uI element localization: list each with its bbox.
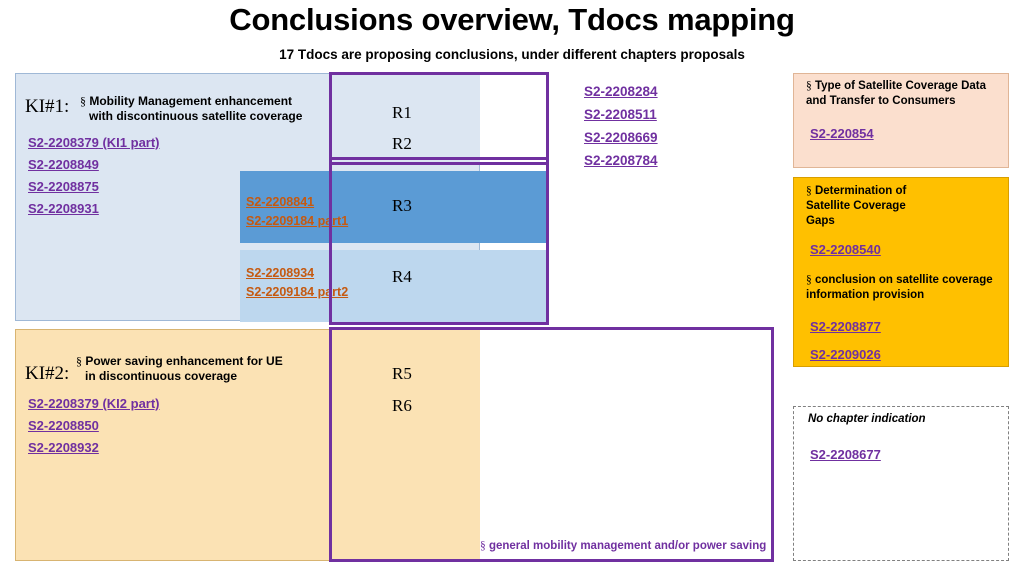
requirement-r3: R3 xyxy=(392,196,412,215)
tdoc-link[interactable]: S2-2208284 xyxy=(584,84,658,99)
ki2-tdoc-list: S2-2208379 (KI2 part) S2-2208850 S2-2208… xyxy=(28,396,160,462)
tdoc-link[interactable]: S2-2208511 xyxy=(584,107,657,122)
ki2-description-line2: in discontinuous coverage xyxy=(85,369,238,383)
tdoc-link[interactable]: S2-2208540 xyxy=(810,242,881,257)
section-mark-icon: § xyxy=(806,185,812,197)
r1-r2-cell xyxy=(330,73,480,163)
tdoc-link[interactable]: S2-2209026 xyxy=(810,347,881,362)
r4-tdoc-list: S2-2208934 S2-2209184 part2 xyxy=(246,266,348,304)
right-box-1-heading-line1: Type of Satellite Coverage Data xyxy=(814,80,987,92)
r3-cell xyxy=(240,171,548,243)
requirement-r6: R6 xyxy=(392,396,412,415)
ki1-description-line2: with discontinuous satellite coverage xyxy=(89,109,303,123)
right-box-2-heading-2: § conclusion on satellite coverage infor… xyxy=(806,273,1004,303)
right-box-2-heading-line3: Gaps xyxy=(806,214,835,227)
tdoc-link[interactable]: S2-2208931 xyxy=(28,201,99,216)
right-box-2-heading-line1: Determination of xyxy=(814,185,907,197)
tdoc-link[interactable]: S2-2208850 xyxy=(28,418,99,433)
r4-cell xyxy=(240,250,548,322)
ki1-tdoc-list: S2-2208379 (KI1 part) S2-2208849 S2-2208… xyxy=(28,135,160,223)
tdoc-link[interactable]: S2-2208677 xyxy=(810,447,881,462)
right-box-2-heading: § Determination of Satellite Coverage Ga… xyxy=(806,184,1004,229)
right-box-1-heading-line2: and Transfer to Consumers xyxy=(806,94,956,107)
ki1-label: KI#1: xyxy=(25,96,70,117)
r5-r6-cell xyxy=(330,329,480,561)
tdoc-link[interactable]: S2-2208877 xyxy=(810,319,881,334)
right-box-3-heading: No chapter indication xyxy=(808,413,926,425)
requirement-r1: R1 xyxy=(392,103,412,122)
tdoc-link[interactable]: S2-2208934 xyxy=(246,266,315,280)
tdoc-link[interactable]: S2-2208932 xyxy=(28,440,99,455)
right-box-no-chapter xyxy=(793,406,1009,561)
general-mobility-note: § general mobility management and/or pow… xyxy=(480,540,775,552)
page-title: Conclusions overview, Tdocs mapping xyxy=(229,2,795,37)
tdoc-link[interactable]: S2-2208784 xyxy=(584,153,658,168)
tdoc-link[interactable]: S2-2209184 part2 xyxy=(246,285,349,299)
purple-outline-r1-r2 xyxy=(329,72,549,165)
tdoc-link[interactable]: S2-2208379 (KI2 part) xyxy=(28,396,160,411)
right-box-coverage-gaps xyxy=(793,177,1009,367)
tdoc-link[interactable]: S2-2208379 (KI1 part) xyxy=(28,135,160,150)
tdoc-link[interactable]: S2-2208849 xyxy=(28,157,99,172)
requirement-r4: R4 xyxy=(392,267,412,286)
purple-outline-r3-r4 xyxy=(329,157,549,325)
requirement-r5: R5 xyxy=(392,364,412,383)
ki1-description-line1: Mobility Management enhancement xyxy=(89,94,293,108)
r3-tdoc-list: S2-2208841 S2-2209184 part1 xyxy=(246,195,348,233)
requirement-r2: R2 xyxy=(392,134,412,153)
purple-outline-r5-r6 xyxy=(329,327,774,562)
section-mark-icon: § xyxy=(480,540,486,552)
section-mark-icon: § xyxy=(76,354,82,368)
right-box-satellite-coverage-data xyxy=(793,73,1009,168)
section-mark-icon: § xyxy=(806,274,812,286)
right-box-2-heading2-line1: conclusion on satellite coverage xyxy=(814,274,993,286)
right-box-2-heading2-line2: information provision xyxy=(806,288,925,301)
page-subtitle: 17 Tdocs are proposing conclusions, unde… xyxy=(279,47,745,62)
general-mobility-note-text: general mobility management and/or power… xyxy=(488,540,767,552)
center-tdoc-list: S2-2208284 S2-2208511 S2-2208669 S2-2208… xyxy=(584,84,658,176)
ki2-description: § Power saving enhancement for UE in dis… xyxy=(76,354,306,384)
ki2-label: KI#2: xyxy=(25,363,70,384)
tdoc-link[interactable]: S2-220854 xyxy=(810,126,874,141)
right-box-1-heading: § Type of Satellite Coverage Data and Tr… xyxy=(806,79,1004,109)
section-mark-icon: § xyxy=(80,94,86,108)
ki1-description: § Mobility Management enhancement with d… xyxy=(80,94,310,124)
tdoc-link[interactable]: S2-2208841 xyxy=(246,195,315,209)
tdoc-link[interactable]: S2-2208669 xyxy=(584,130,658,145)
tdoc-link[interactable]: S2-2208875 xyxy=(28,179,99,194)
tdoc-link[interactable]: S2-2209184 part1 xyxy=(246,214,349,228)
ki2-description-line1: Power saving enhancement for UE xyxy=(85,354,283,368)
section-mark-icon: § xyxy=(806,80,812,92)
right-box-2-heading-line2: Satellite Coverage xyxy=(806,199,906,212)
